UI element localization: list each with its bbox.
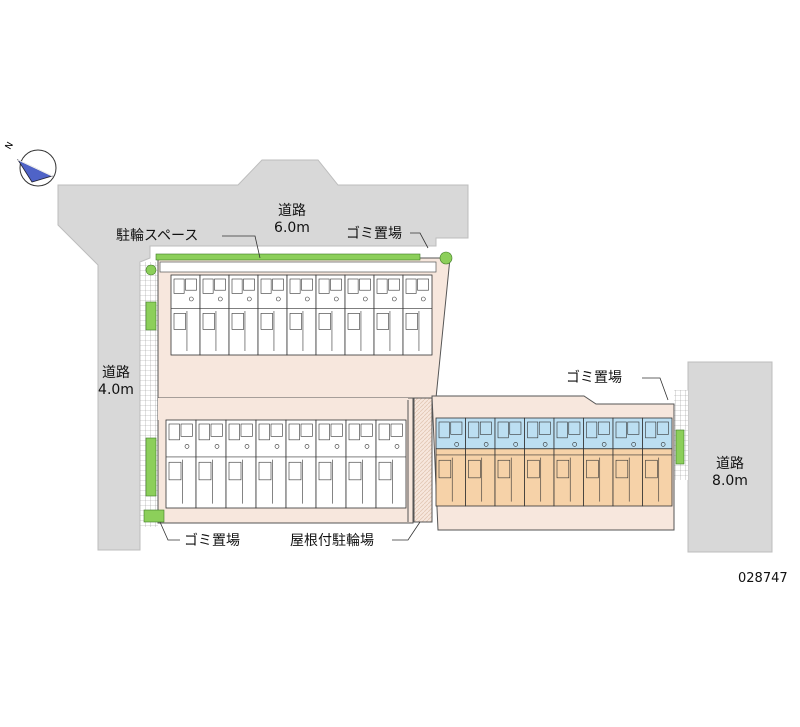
road-top-name: 道路	[278, 203, 306, 219]
covered-parking-label: 屋根付駐輪場	[290, 533, 374, 549]
building-unit	[524, 417, 555, 507]
building-unit	[583, 417, 614, 507]
building-right-row	[435, 417, 673, 507]
building-unit	[642, 417, 673, 507]
building-unit	[165, 419, 197, 509]
building-unit	[494, 417, 525, 507]
building-unit	[344, 274, 375, 356]
garbage-bottom-label: ゴミ置場	[184, 533, 240, 549]
building-unit	[170, 274, 201, 356]
building-unit	[612, 417, 643, 507]
building-unit	[373, 274, 404, 356]
building-unit	[315, 274, 346, 356]
building-unit	[375, 419, 407, 509]
building-unit	[199, 274, 230, 356]
building-unit	[255, 419, 287, 509]
road-right-name: 道路	[716, 456, 744, 472]
building-unit	[345, 419, 377, 509]
covered-parking	[413, 397, 433, 523]
leader-lines	[159, 232, 669, 541]
bicycle-space-strip	[159, 261, 437, 273]
building-unit	[228, 274, 259, 356]
compass-label: N	[4, 141, 16, 152]
road-right	[687, 361, 773, 553]
building-unit	[195, 419, 227, 509]
building-unit	[402, 274, 433, 356]
bicycle-space-label: 駐輪スペース	[116, 228, 199, 244]
road-left-width: 4.0m	[98, 382, 134, 398]
building-unit	[435, 417, 466, 507]
road-top-width: 6.0m	[274, 220, 310, 236]
building-unit	[285, 419, 317, 509]
garbage-top-label: ゴミ置場	[346, 226, 402, 242]
building-unit	[286, 274, 317, 356]
road-right-width: 8.0m	[712, 473, 748, 489]
building-top-row	[170, 274, 433, 356]
driveway-middle	[158, 398, 408, 420]
property-id: 028747	[738, 571, 788, 586]
building-unit	[315, 419, 347, 509]
road-left-name: 道路	[102, 365, 130, 381]
greenery	[143, 251, 685, 523]
building-unit	[257, 274, 288, 356]
building-middle-row	[165, 419, 407, 509]
building-unit	[225, 419, 257, 509]
garbage-right-label: ゴミ置場	[566, 370, 622, 386]
building-unit	[553, 417, 584, 507]
building-unit	[465, 417, 496, 507]
north-compass-icon	[16, 149, 57, 187]
